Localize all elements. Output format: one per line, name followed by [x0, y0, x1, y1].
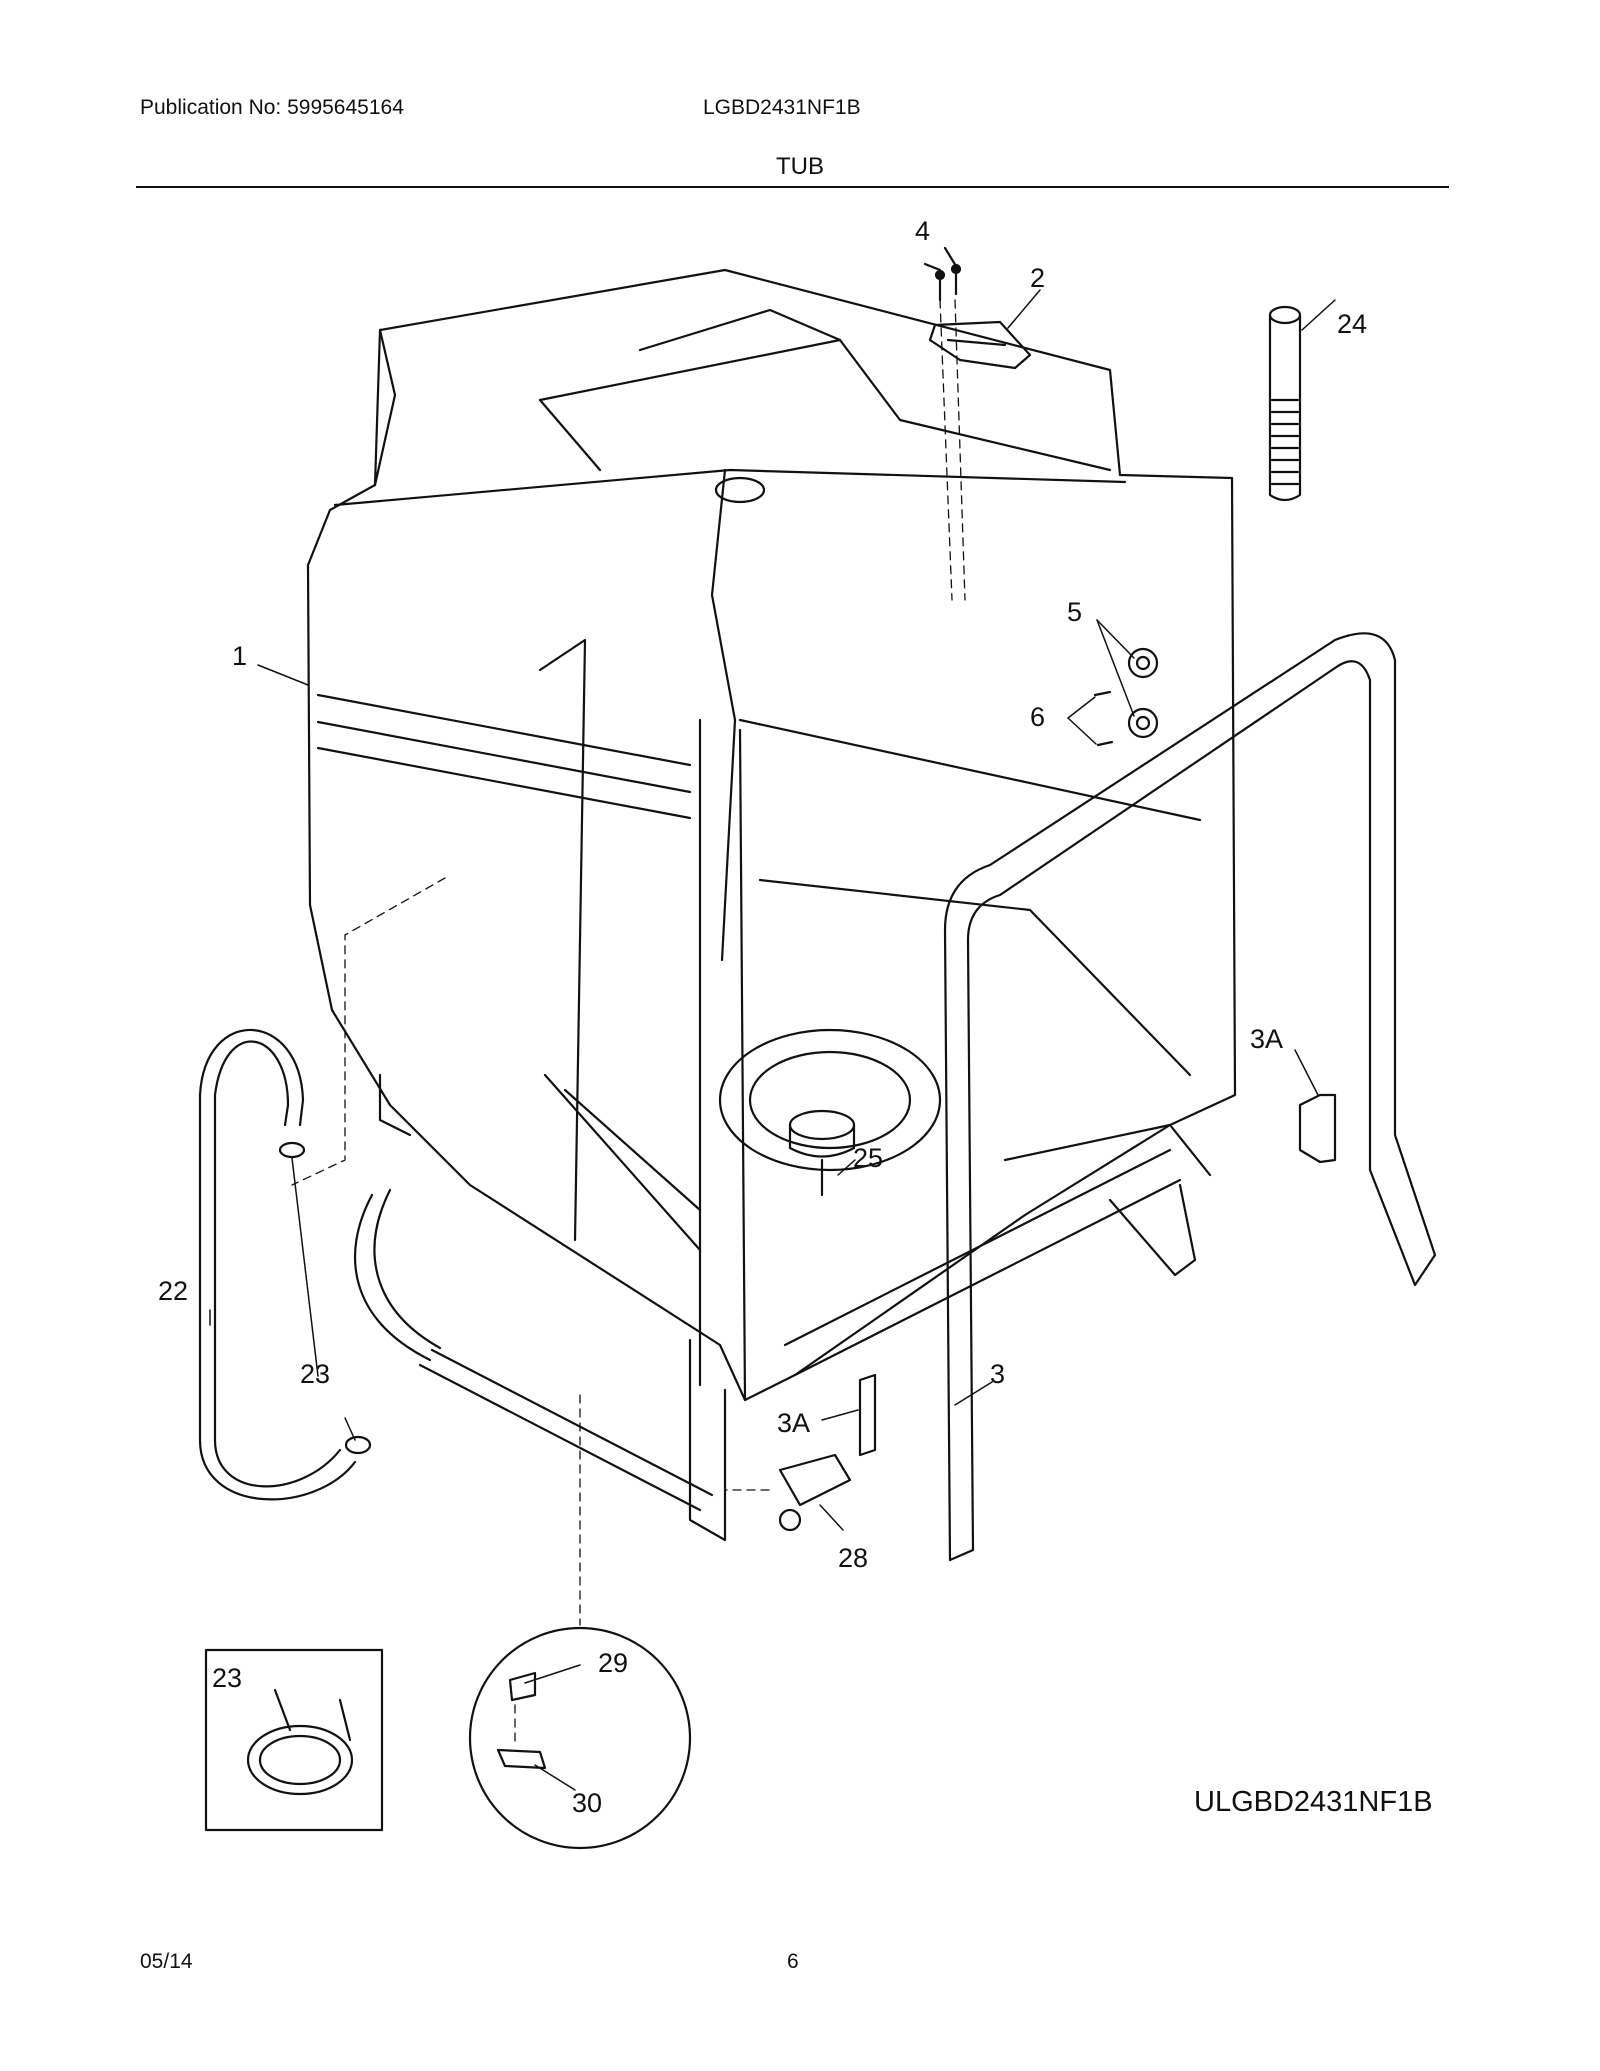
callout-1: 1 [232, 641, 247, 671]
part-23-clamps [278, 1141, 372, 1455]
callout-6: 6 [1030, 702, 1045, 732]
callout-3a-right: 3A [1250, 1024, 1283, 1054]
part-2-bracket [928, 320, 1032, 370]
page-number: 6 [787, 1950, 799, 1973]
part-3a-brackets [858, 1093, 1337, 1457]
part-25-thermostat [788, 1109, 856, 1197]
part-28-switch [778, 1453, 852, 1532]
part-4-screws [923, 246, 962, 302]
callout-23-detail: 23 [212, 1663, 242, 1693]
callout-3a-left: 3A [777, 1408, 810, 1438]
part-5-6-bumpers [1093, 647, 1159, 747]
part-24-tube [1268, 305, 1302, 502]
model-number: LGBD2431NF1B [703, 96, 861, 119]
guide-lines [291, 299, 966, 1746]
round-detail [468, 1626, 692, 1850]
header-rule [136, 186, 1449, 188]
footer-date: 05/14 [140, 1950, 193, 1973]
callout-29: 29 [598, 1648, 628, 1678]
leader-lines [209, 289, 1336, 1791]
callout-24: 24 [1337, 309, 1367, 339]
callout-22: 22 [158, 1276, 188, 1306]
tub-body [306, 268, 1237, 1542]
publication-number: Publication No: 5995645164 [140, 96, 404, 119]
callout-2: 2 [1030, 263, 1045, 293]
callout-3: 3 [990, 1359, 1005, 1389]
callout-25: 25 [853, 1143, 883, 1173]
callout-30: 30 [572, 1788, 602, 1818]
callout-labels: 1 2 3 3A 3A 4 5 6 22 23 23 24 25 28 29 3… [158, 216, 1367, 1818]
callout-4: 4 [915, 216, 930, 246]
section-title: TUB [776, 153, 824, 180]
callout-28: 28 [838, 1543, 868, 1573]
clamp-detail-box [204, 1648, 384, 1832]
callout-23: 23 [300, 1359, 330, 1389]
part-22-hose [198, 1028, 357, 1501]
part-3-gasket [943, 632, 1437, 1562]
callout-5: 5 [1067, 597, 1082, 627]
diagram-code: ULGBD2431NF1B [1194, 1786, 1433, 1818]
